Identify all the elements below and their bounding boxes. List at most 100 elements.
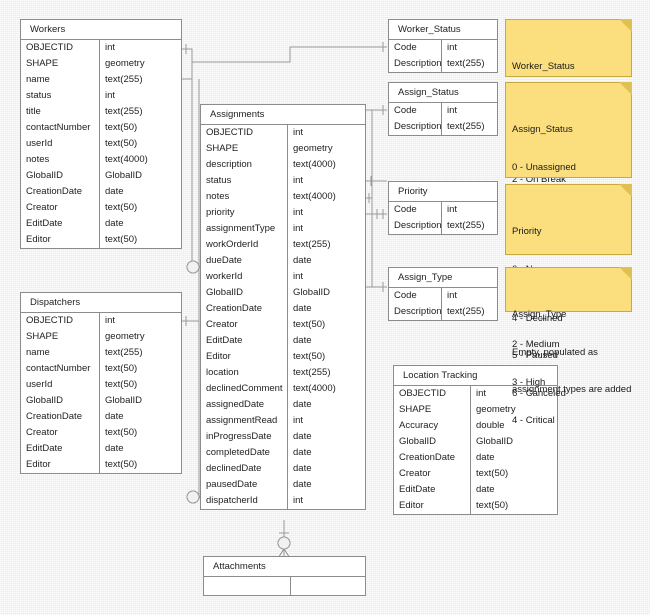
table-row xyxy=(204,577,365,595)
field-type: int xyxy=(293,271,304,282)
field-type: date xyxy=(293,463,312,474)
field-name: Description xyxy=(389,119,442,135)
note-fold-icon xyxy=(619,82,632,95)
field-type: GlobalID xyxy=(105,170,142,181)
field-name: inProgressDate xyxy=(201,429,288,445)
entity-title-worker-status: Worker_Status xyxy=(389,20,497,40)
table-row: status int xyxy=(21,88,181,104)
note-line: 4 - Declined xyxy=(512,312,563,324)
field-name: EditDate xyxy=(21,441,100,457)
field-name: dispatcherId xyxy=(201,493,288,509)
note-assign-type[interactable]: Assign_Type Empty, populated as assignme… xyxy=(505,267,632,395)
field-name: dueDate xyxy=(201,253,288,269)
note-line: 5 - Paused xyxy=(512,350,558,362)
table-row: workerId int xyxy=(201,269,365,285)
field-name: GlobalID xyxy=(394,434,471,450)
field-name: name xyxy=(21,72,100,88)
field-name: GlobalID xyxy=(201,285,288,301)
field-name: title xyxy=(21,104,100,120)
field-type: text(50) xyxy=(105,234,138,245)
note-line: 3 - High xyxy=(512,376,546,388)
field-name: Description xyxy=(389,56,442,72)
table-row: inProgressDate date xyxy=(201,429,365,445)
field-name: status xyxy=(21,88,100,104)
field-name: EditDate xyxy=(394,482,471,498)
entity-attachments[interactable]: Attachments xyxy=(203,556,366,596)
field-type: date xyxy=(293,447,312,458)
field-type: text(50) xyxy=(476,500,509,511)
field-type: int xyxy=(105,90,116,101)
entity-title-workers: Workers xyxy=(21,20,181,40)
field-type: date xyxy=(105,443,124,454)
field-type: text(255) xyxy=(447,121,485,132)
field-type: date xyxy=(293,431,312,442)
field-type: text(50) xyxy=(105,122,138,133)
field-name: Creator xyxy=(21,425,100,441)
note-assign-status[interactable]: Assign_Status 0 - Unassigned 1 - Assigne… xyxy=(505,82,632,399)
field-type: text(50) xyxy=(105,459,138,470)
entity-title-location-tracking: Location Tracking xyxy=(394,366,557,386)
field-name: notes xyxy=(21,152,100,168)
field-type: geometry xyxy=(293,143,333,154)
note-worker-status[interactable]: Worker_Status 0 - Not Working 1 - Workin… xyxy=(505,19,632,185)
field-name: SHAPE xyxy=(394,402,471,418)
field-name: description xyxy=(201,157,288,173)
field-name: SHAPE xyxy=(201,141,288,157)
field-name: location xyxy=(201,365,288,381)
note-priority[interactable]: Priority 0 - None 1 - Low 2 - Medium 3 -… xyxy=(505,184,632,426)
field-name: EditDate xyxy=(21,216,100,232)
note-fold-icon xyxy=(619,267,632,280)
field-type: text(255) xyxy=(447,306,485,317)
field-name: status xyxy=(201,173,288,189)
field-name: Code xyxy=(389,103,442,119)
field-name: Editor xyxy=(394,498,471,514)
field-name: workerId xyxy=(201,269,288,285)
table-row: SHAPE geometry xyxy=(201,141,365,157)
field-name: Editor xyxy=(21,457,100,473)
field-name: CreationDate xyxy=(201,301,288,317)
field-type: int xyxy=(293,127,304,138)
field-name: SHAPE xyxy=(21,56,100,72)
field-name: OBJECTID xyxy=(21,40,100,56)
